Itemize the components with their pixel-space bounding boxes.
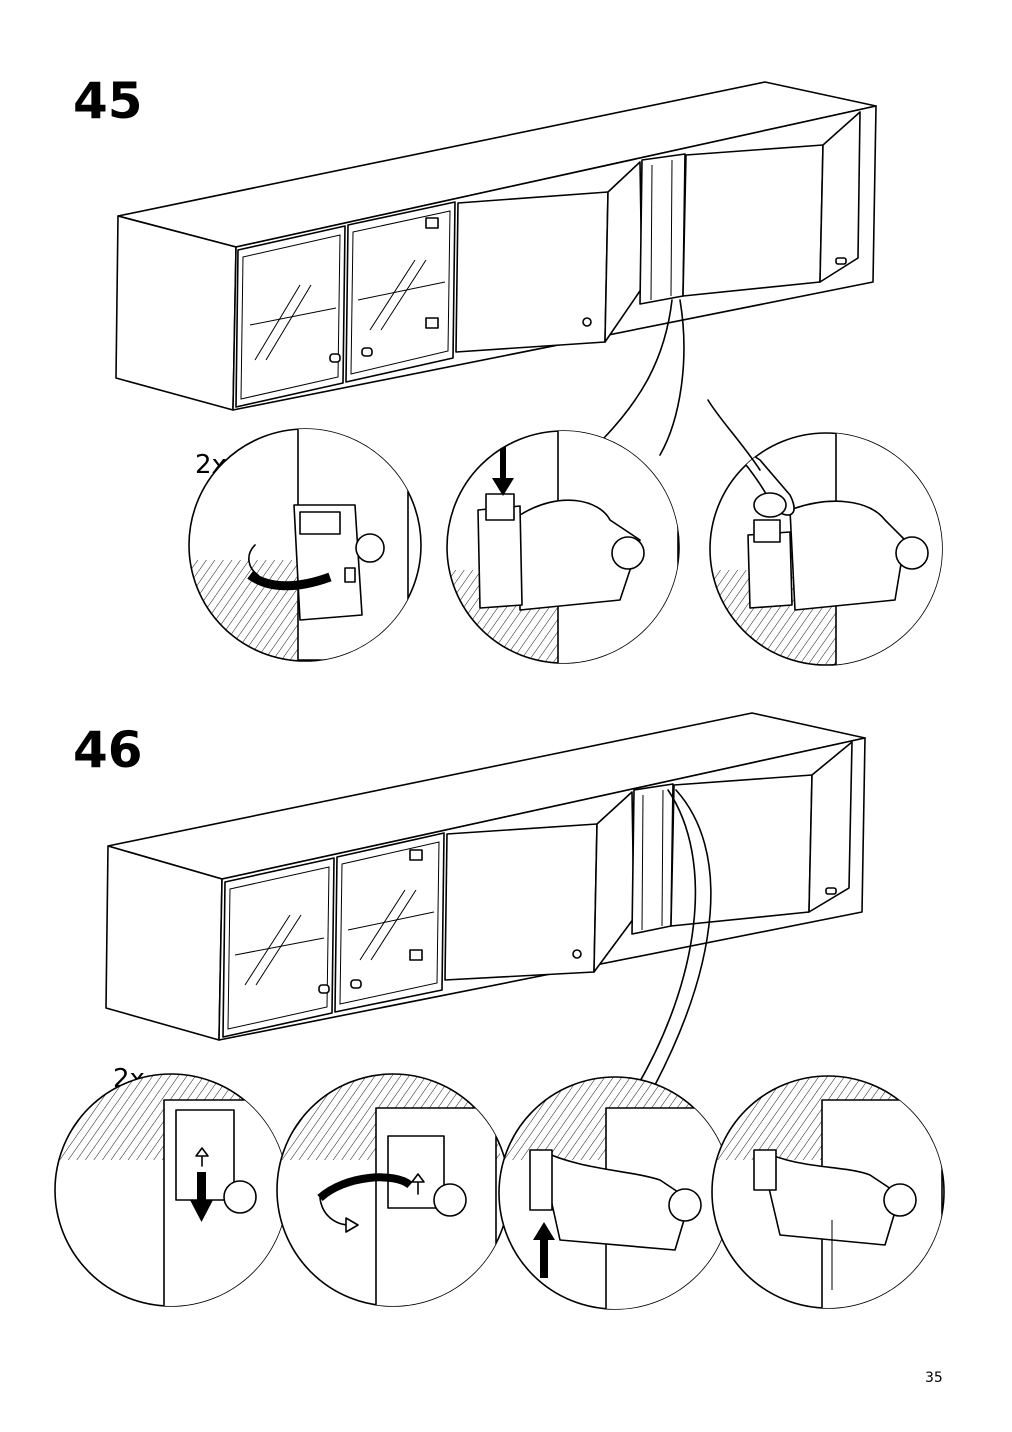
leader-line-46b: [634, 789, 697, 1091]
cabinet-step-45: [115, 81, 877, 411]
page-number: 35: [925, 1370, 943, 1386]
leader-line-45a: [603, 299, 673, 439]
detail-circle-45-3: [707, 399, 943, 666]
detail-circle-45-2: [446, 430, 680, 664]
cabinet-step-46: [105, 712, 866, 1041]
leader-line-45b: [659, 299, 685, 456]
detail-circle-46-1: [54, 1073, 288, 1307]
step-number-45: 45: [73, 72, 143, 130]
detail-circle-46-4: [711, 1075, 945, 1309]
step-number-46: 46: [73, 721, 143, 779]
detail-circle-46-2: [276, 1073, 510, 1307]
detail-circle-45-1: [188, 428, 422, 662]
leader-line-46a: [654, 789, 712, 1086]
detail-circle-46-3: [498, 1076, 732, 1310]
